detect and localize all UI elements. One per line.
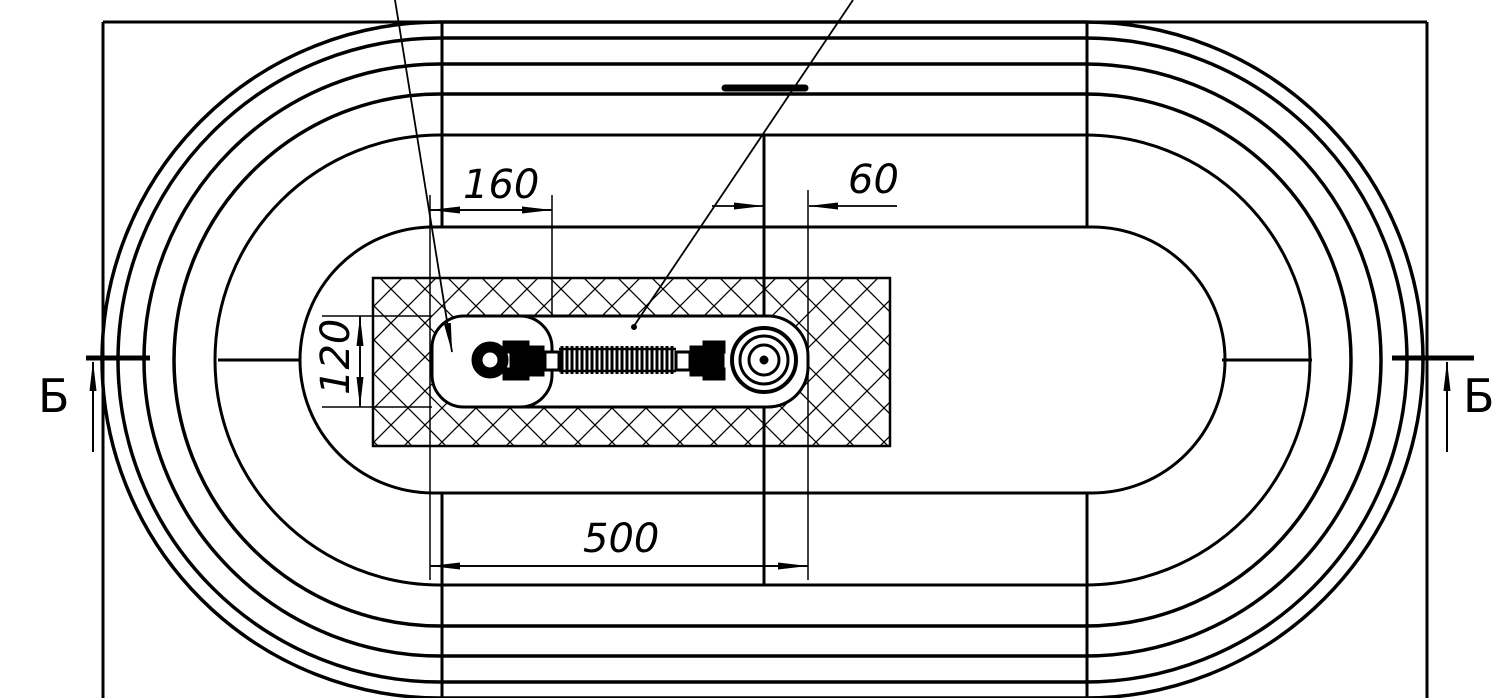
dimension-120: 120: [313, 316, 364, 407]
section-marker-right: Б: [1392, 355, 1494, 452]
ring-3: [142, 62, 1383, 658]
ring-1: [100, 20, 1425, 698]
leader-dot: [631, 324, 637, 330]
dim-text-500: 500: [583, 516, 659, 562]
dim-text-60: 60: [848, 157, 899, 203]
dim-text-160: 160: [463, 162, 539, 208]
section-label-left: Б: [38, 369, 70, 423]
ring-4: [172, 92, 1353, 628]
dimension-500: 500: [430, 516, 808, 570]
inner-bowl: [298, 225, 1227, 495]
extension-lines: [322, 190, 809, 580]
stadium-rings: [100, 20, 1425, 698]
dim-text-120: 120: [313, 319, 359, 395]
section-marker-left: Б: [38, 355, 150, 452]
drain-assembly: [471, 326, 798, 394]
dimension-160: 160: [430, 162, 552, 214]
corrugated-hose: [559, 346, 676, 374]
ring-5: [213, 133, 1312, 587]
section-label-right: Б: [1463, 369, 1494, 423]
ring-2: [116, 36, 1409, 684]
leader-lines: [394, 0, 854, 353]
dimension-60: 60: [712, 157, 899, 210]
